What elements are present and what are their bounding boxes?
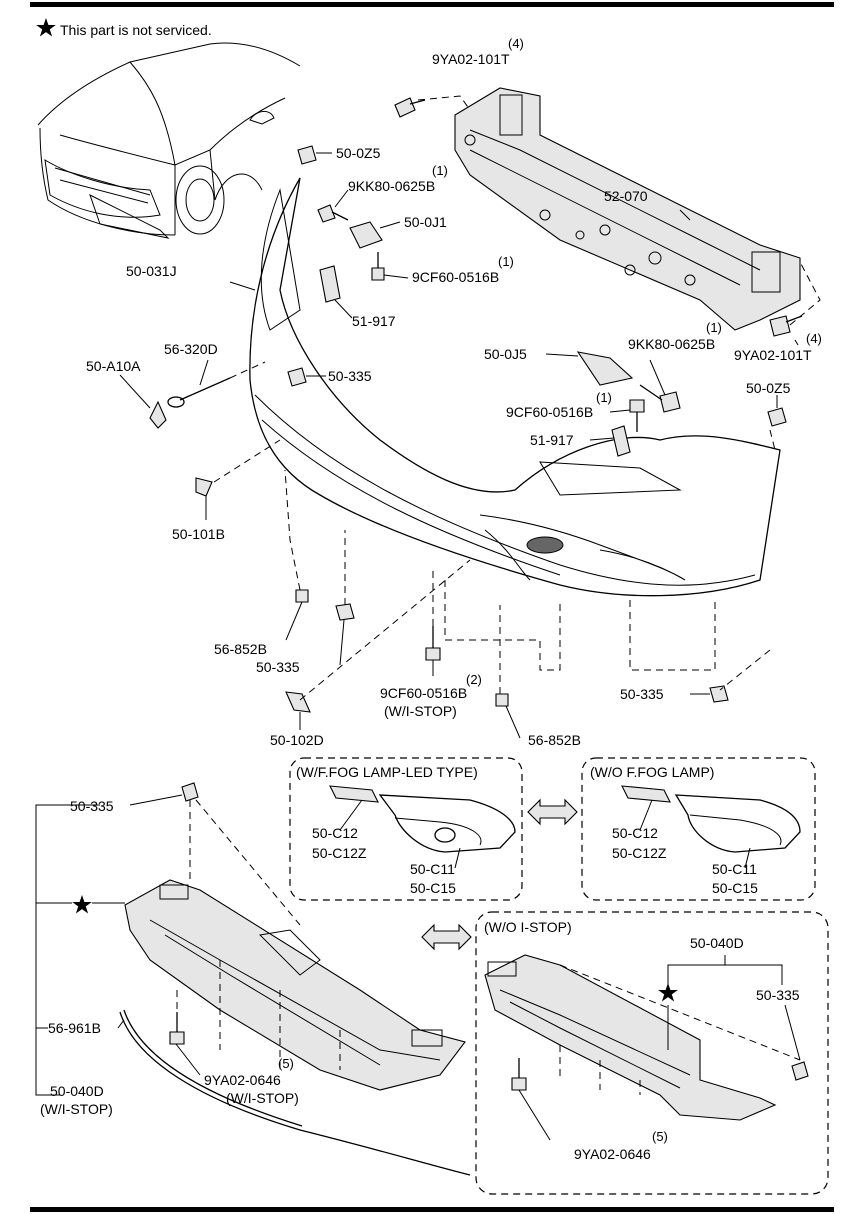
part-labels: (4) 9YA02-101T 50-0Z5 (1) 9KK80-0625B 52… (40, 36, 822, 1162)
qty-label: (5) (652, 1129, 668, 1144)
part-number: 50-C12Z (612, 845, 667, 861)
fasteners-top (149, 97, 803, 713)
part-number: 50-0Z5 (336, 145, 381, 161)
bumper-reinforcement (454, 87, 801, 331)
part-number: 50-C12 (312, 825, 358, 841)
variant-note: (W/I-STOP) (40, 1101, 113, 1117)
no-istop-parts (484, 954, 809, 1141)
part-number: 52-070 (604, 188, 648, 204)
part-number: 50-C12 (612, 825, 658, 841)
variant-note: (W/I-STOP) (226, 1090, 299, 1106)
qty-label: (2) (466, 672, 482, 687)
part-number: 9YA02-101T (734, 347, 812, 363)
part-number: 56-852B (214, 641, 267, 657)
part-number: 56-852B (528, 732, 581, 748)
box-title: (W/F.FOG LAMP-LED TYPE) (296, 764, 478, 780)
part-number: 50-C15 (410, 880, 456, 896)
part-number: 9CF60-0516B (380, 685, 467, 701)
part-number: 51-917 (530, 432, 574, 448)
part-number: 51-917 (352, 313, 396, 329)
part-number: 50-040D (690, 935, 744, 951)
part-number: 50-101B (172, 526, 225, 542)
star-icon (36, 18, 56, 37)
box-title: (W/O F.FOG LAMP) (590, 764, 714, 780)
label-leaders (119, 152, 799, 739)
qty-label: (4) (806, 331, 822, 346)
left-group-bracket (35, 794, 201, 1096)
variant-note: (W/I-STOP) (384, 703, 457, 719)
part-number: 50-C15 (712, 880, 758, 896)
part-number: 50-335 (620, 686, 664, 702)
under-cover-assembly (119, 782, 471, 1176)
bottom-rule (30, 1207, 834, 1212)
double-arrow-icon (527, 798, 578, 826)
qty-label: (1) (706, 320, 722, 335)
part-number: 50-040D (50, 1083, 104, 1099)
box-fog-led (289, 757, 523, 901)
box-no-fog (581, 757, 816, 901)
legend-note: This part is not serviced. (60, 22, 212, 38)
no-fog-parts (621, 785, 801, 869)
part-number: 9YA02-101T (432, 51, 510, 67)
qty-label: (4) (508, 36, 524, 51)
part-number: 9YA02-0646 (204, 1072, 281, 1088)
part-number: 50-335 (256, 659, 300, 675)
star-icon (658, 983, 678, 1002)
part-number: 50-C11 (410, 861, 455, 877)
part-number: 50-102D (270, 732, 324, 748)
part-number: 9CF60-0516B (412, 269, 499, 285)
qty-label: (1) (596, 390, 612, 405)
part-number: 50-C11 (712, 861, 757, 877)
part-number: 50-335 (328, 368, 372, 384)
part-number: 9YA02-0646 (574, 1146, 651, 1162)
part-number: 50-335 (756, 987, 800, 1003)
qty-label: (1) (498, 254, 514, 269)
part-number: 56-961B (48, 1020, 101, 1036)
vehicle-illustration (37, 42, 301, 239)
part-number: 9KK80-0625B (628, 336, 715, 352)
part-number: 50-0Z5 (746, 380, 791, 396)
box-title: (W/O I-STOP) (484, 919, 572, 935)
qty-label: (1) (432, 163, 448, 178)
part-number: 50-0J5 (484, 346, 527, 362)
part-number: 50-031J (126, 263, 177, 279)
part-number: 9KK80-0625B (348, 178, 435, 194)
fog-led-parts (329, 785, 516, 869)
part-number: 50-C12Z (312, 845, 367, 861)
star-icon (72, 895, 92, 914)
qty-label: (5) (278, 1056, 294, 1071)
part-number: 9CF60-0516B (506, 404, 593, 420)
part-number: 50-A10A (86, 358, 141, 374)
part-number: 56-320D (164, 341, 218, 357)
part-number: 50-335 (70, 798, 114, 814)
double-arrow-icon (421, 923, 472, 951)
assembly-dashed-lines (213, 95, 821, 701)
front-bumper-fascia (249, 177, 781, 597)
box-no-istop (475, 911, 829, 1195)
part-number: 50-0J1 (404, 214, 447, 230)
top-rule (30, 2, 834, 7)
